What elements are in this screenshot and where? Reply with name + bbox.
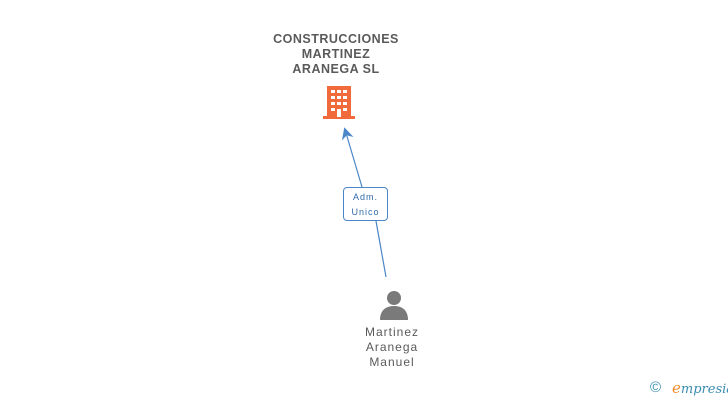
brand-initial: e: [672, 379, 681, 397]
building-icon: [323, 86, 355, 119]
relation-label-line1: Adm.: [352, 192, 378, 202]
relation-label-box[interactable]: Adm. Unico: [343, 187, 388, 221]
copyright-icon: ©: [650, 379, 662, 396]
relation-label-line2: Unico: [351, 207, 380, 217]
brand-rest: mpresia: [680, 382, 728, 397]
relation-line-lower: [375, 220, 387, 278]
person-name: Martinez Aranega Manuel: [364, 325, 419, 369]
person-icon: [380, 291, 408, 320]
relation-arrow: [341, 127, 363, 188]
company-name: CONSTRUCCIONES MARTINEZ ARANEGA SL: [273, 32, 399, 76]
brand-name: empresia: [672, 380, 728, 398]
